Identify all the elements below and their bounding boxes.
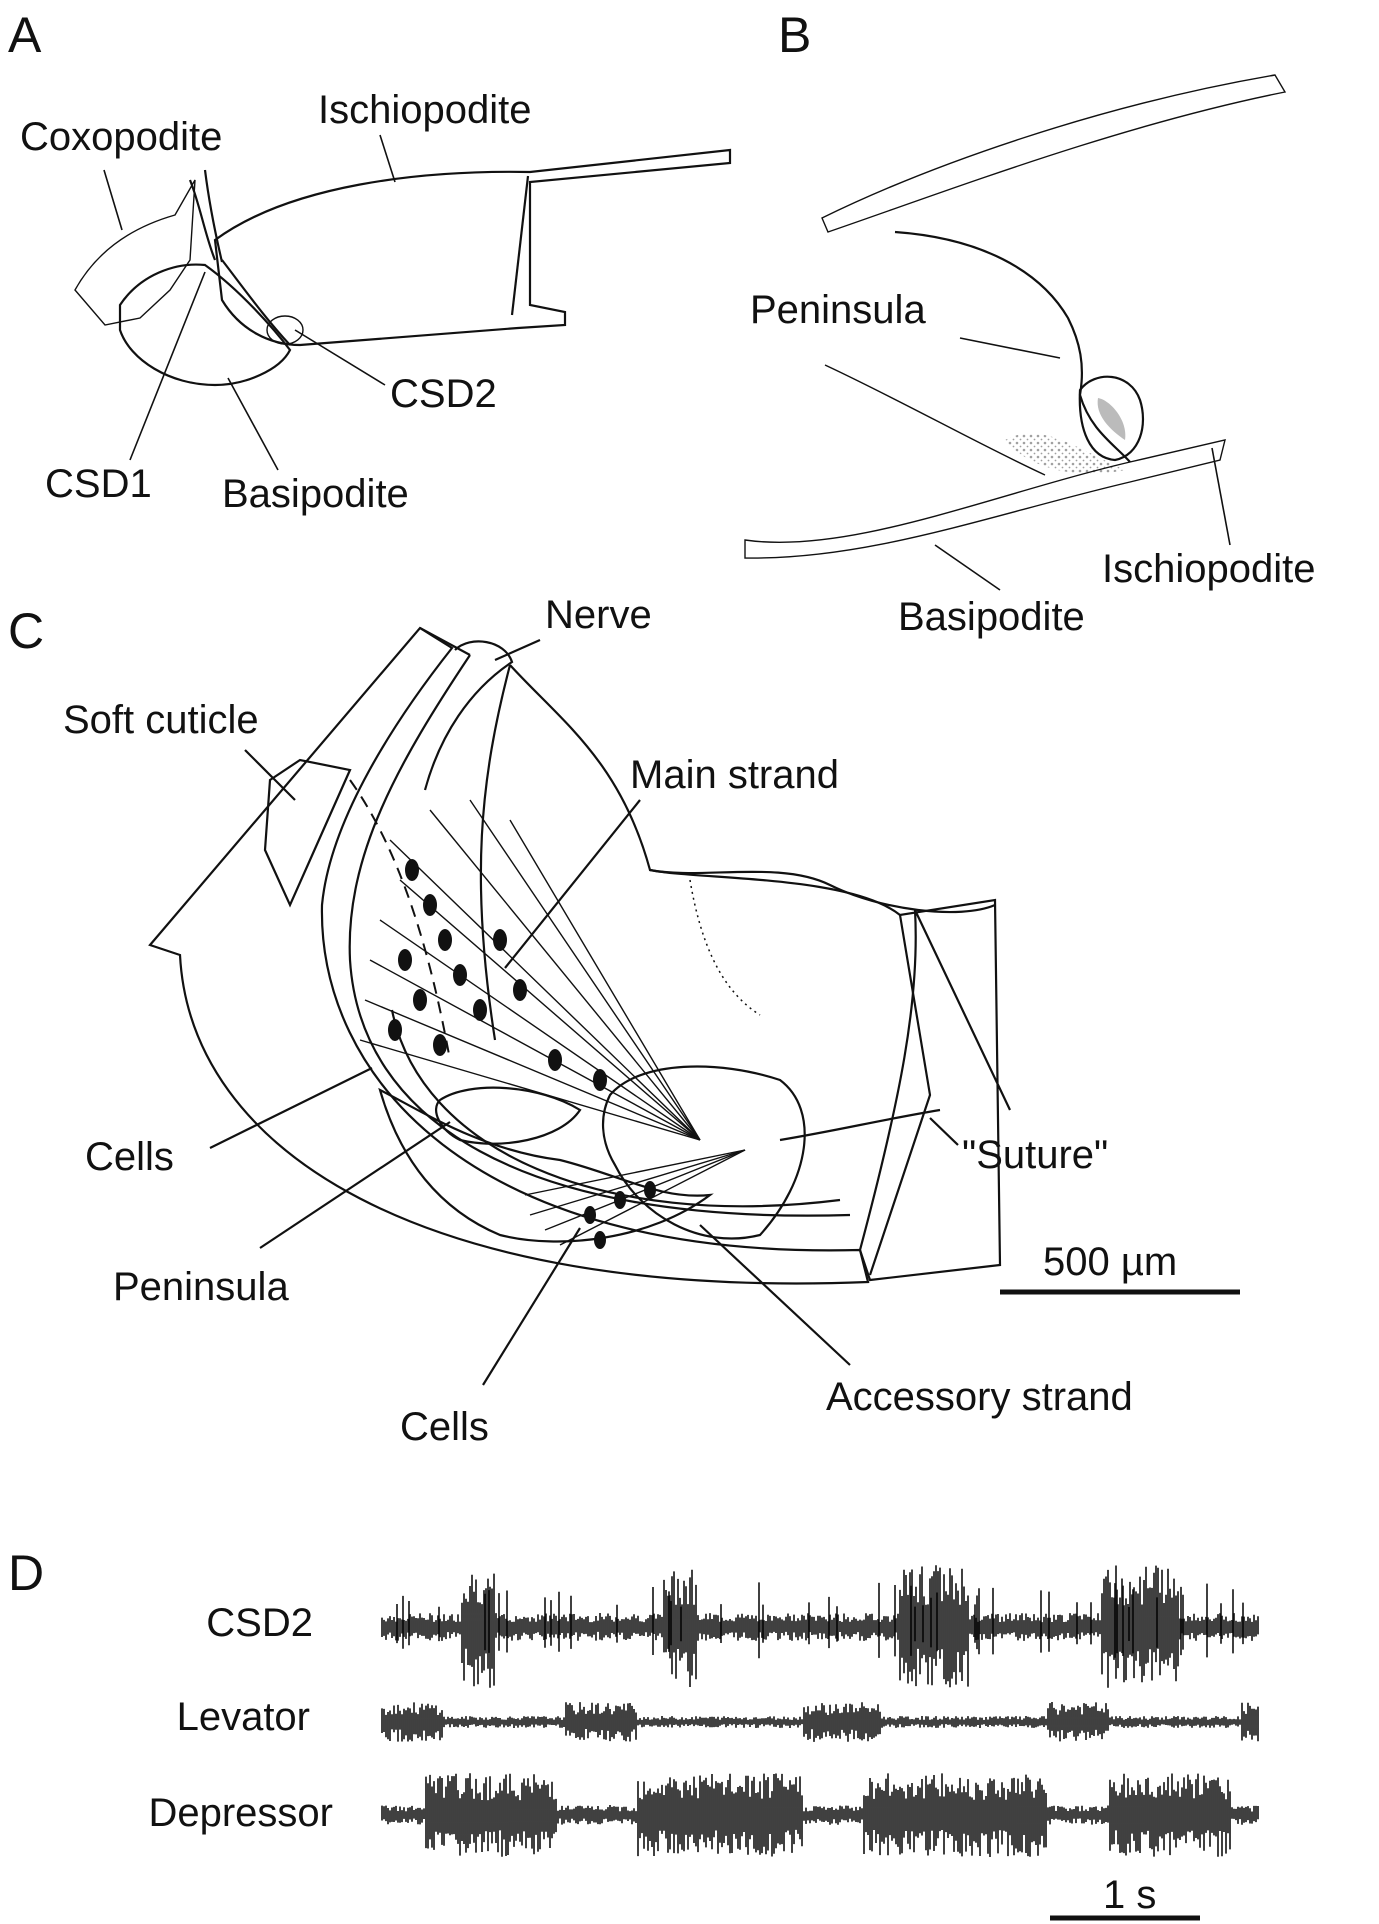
body-right-edge (870, 915, 930, 1275)
panel-c-letter: C (8, 603, 44, 659)
panel-c: C (8, 593, 1240, 1449)
label-accessory-strand: Accessory strand (826, 1375, 1133, 1419)
label-ischiopodite-a: Ischiopodite (318, 88, 531, 132)
inner-wall-line (350, 655, 850, 1216)
peninsula-outline-b (895, 232, 1130, 462)
panel-b-letter: B (778, 7, 811, 63)
leader-main-strand (505, 800, 640, 968)
trace-depressor (382, 1773, 1258, 1857)
label-csd2: CSD2 (390, 372, 497, 416)
label-ischiopodite-b: Ischiopodite (1102, 547, 1315, 591)
trace-label-levator: Levator (177, 1695, 310, 1739)
leader-basipodite-a (228, 378, 278, 470)
cell-bodies-accessory (584, 1181, 656, 1249)
wall-top (420, 628, 470, 655)
leader-csd2 (295, 330, 385, 385)
leader-csd1 (130, 272, 205, 460)
scale-bar-c: 500 µm (1000, 1240, 1240, 1292)
trace-levator (382, 1702, 1258, 1742)
scale-bar-d-label: 1 s (1103, 1873, 1156, 1917)
panel-d-letter: D (8, 1545, 44, 1601)
ischiopodite-shape (215, 150, 730, 345)
ischiopodite-joint-line (512, 176, 528, 315)
panel-b: B Peninsula Ischiopodite Basipodite (745, 7, 1315, 639)
label-cells-bottom: Cells (400, 1405, 489, 1449)
panel-c-drawing (150, 628, 1010, 1283)
coxopodite-edge (190, 180, 215, 260)
trace-csd2 (382, 1565, 1258, 1687)
leader-peninsula-c (260, 1122, 450, 1248)
dashed-outline (350, 780, 450, 1060)
label-peninsula-b: Peninsula (750, 288, 926, 332)
accessory-dark-region (603, 1066, 805, 1238)
leader-basipodite-b (935, 545, 1000, 590)
leader-nerve (495, 640, 540, 660)
basipodite-shape (120, 265, 290, 385)
leader-ischiopodite-a (380, 135, 395, 182)
leader-suture (930, 1118, 958, 1145)
label-basipodite-a: Basipodite (222, 472, 409, 516)
leader-cells-left (210, 1068, 372, 1148)
emg-traces (382, 1565, 1258, 1857)
scale-bar-c-label: 500 µm (1043, 1240, 1177, 1284)
upper-segment-b (822, 75, 1285, 232)
label-csd1: CSD1 (45, 462, 152, 506)
label-soft-cuticle: Soft cuticle (63, 698, 259, 742)
label-coxopodite: Coxopodite (20, 115, 222, 159)
trace-label-depressor: Depressor (148, 1791, 333, 1835)
stipple-line-c (690, 880, 760, 1015)
leader-cells-bottom (483, 1228, 580, 1385)
peninsula-lobe (436, 1088, 580, 1144)
panel-d: D CSD2 Levator Depressor 1 s (8, 1545, 1258, 1918)
nerve-line-a (205, 170, 222, 262)
cell-bodies-main (388, 859, 607, 1091)
label-cells-left: Cells (85, 1135, 174, 1179)
panel-a-letter: A (8, 7, 42, 63)
basipodite-b-shape (745, 440, 1225, 558)
panel-a: A Coxopodite Ischiopodite CSD2 CSD1 Basi… (8, 7, 730, 516)
leader-coxopodite (104, 170, 122, 230)
label-main-strand: Main strand (630, 753, 839, 797)
label-suture: "Suture" (962, 1133, 1108, 1177)
trace-label-csd2: CSD2 (206, 1601, 313, 1645)
main-strand-fibers (360, 800, 700, 1140)
nerve-branch-b (825, 365, 1045, 475)
label-nerve: Nerve (545, 593, 652, 637)
scale-bar-d: 1 s (1050, 1873, 1200, 1918)
coxopodite-shape (75, 180, 195, 325)
label-basipodite-b: Basipodite (898, 595, 1085, 639)
leader-peninsula-b (960, 338, 1060, 358)
leader-accessory-strand (700, 1225, 850, 1365)
label-peninsula-c: Peninsula (113, 1265, 289, 1309)
leader-ischiopodite-b (1212, 448, 1230, 545)
